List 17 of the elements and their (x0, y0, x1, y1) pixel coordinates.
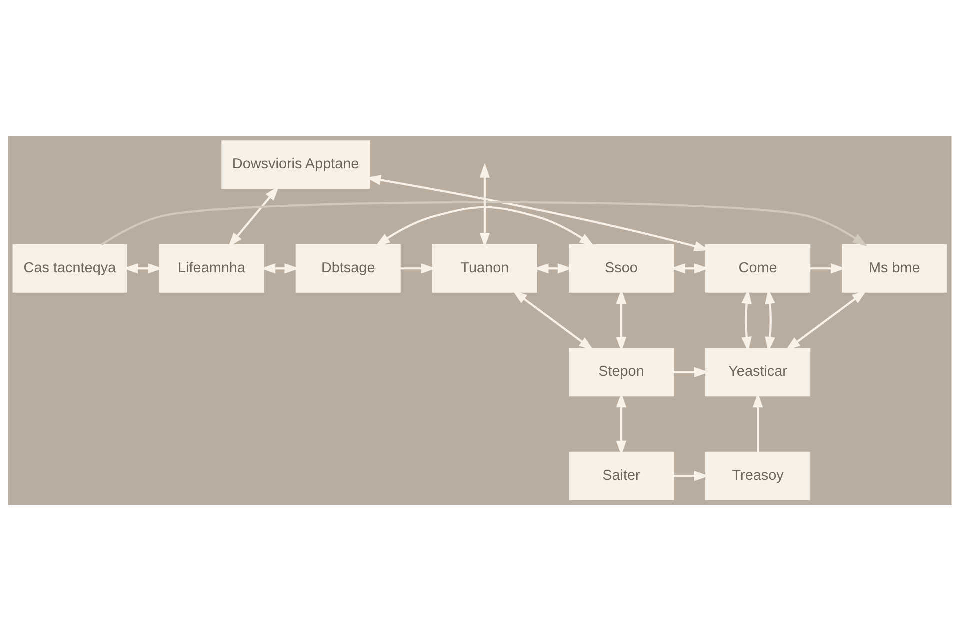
arrow (480, 162, 490, 248)
arrow (786, 290, 867, 350)
arrow (101, 200, 868, 246)
node-box: Stepon (568, 348, 674, 396)
node-box: Come (706, 244, 811, 292)
node-box: Lifeamnha (159, 244, 264, 292)
node-box: Treasoy (706, 451, 811, 500)
node-box: Dbtsage (296, 244, 401, 292)
node-box: Yeasticar (706, 348, 811, 396)
node-box: Tuanon (432, 244, 538, 292)
node-box: Dowsvioris Apptane (222, 140, 370, 189)
node-box: Saiter (568, 451, 674, 500)
node-box: Ssoo (568, 244, 674, 292)
arrow (512, 290, 594, 350)
node-box: Cas tacnteqya (12, 244, 128, 292)
node-box: Ms bme (842, 244, 948, 292)
arrow (376, 206, 594, 246)
